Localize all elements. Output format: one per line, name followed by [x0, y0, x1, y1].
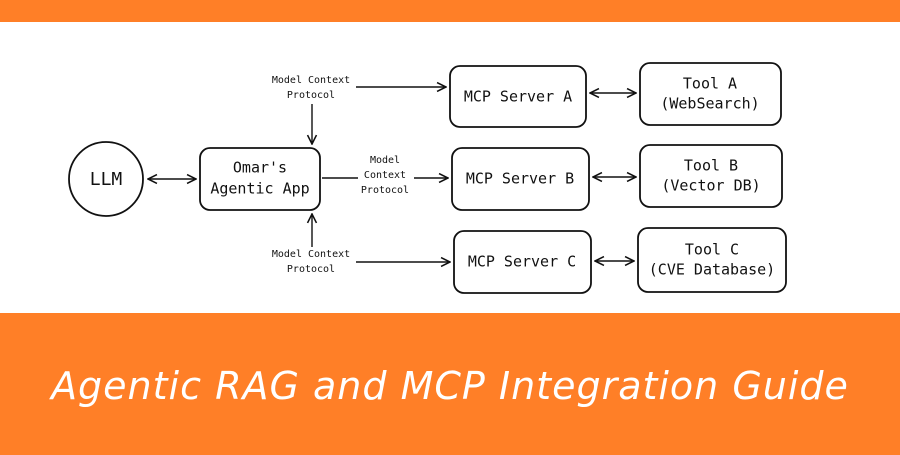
mcp-server-c-node: MCP Server C — [453, 230, 592, 294]
mcp-server-b-node: MCP Server B — [451, 147, 590, 211]
protocol-label-bottom: Model Context Protocol — [266, 247, 356, 277]
mcp-server-c-label: MCP Server C — [468, 253, 576, 271]
agentic-app-node: Omar's Agentic App — [199, 147, 321, 211]
tool-c-label-line-1: Tool C — [685, 241, 739, 259]
top-band — [0, 0, 900, 22]
app-label-line-1: Omar's — [233, 159, 287, 177]
tool-b-node: Tool B (Vector DB) — [639, 144, 783, 208]
banner-title: Agentic RAG and MCP Integration Guide — [51, 364, 849, 408]
protocol-label-middle: Model Context Protocol — [358, 153, 414, 197]
llm-label: LLM — [90, 169, 123, 190]
llm-node: LLM — [68, 141, 144, 217]
tool-b-label-line-2: (Vector DB) — [661, 177, 760, 195]
app-label-line-2: Agentic App — [210, 180, 309, 198]
protocol-label-bottom-line-2: Protocol — [287, 264, 335, 275]
mcp-server-a-node: MCP Server A — [449, 65, 587, 128]
protocol-label-top-line-2: Protocol — [287, 90, 335, 101]
tool-c-label-line-2: (CVE Database) — [649, 261, 775, 279]
mcp-server-b-label: MCP Server B — [466, 170, 574, 188]
protocol-label-middle-line-1: Model — [370, 155, 400, 166]
tool-b-label-line-1: Tool B — [684, 157, 738, 175]
protocol-label-top: Model Context Protocol — [266, 72, 356, 102]
tool-a-label-line-1: Tool A — [683, 75, 737, 93]
title-banner: Agentic RAG and MCP Integration Guide — [0, 313, 900, 455]
tool-a-label-line-2: (WebSearch) — [660, 95, 759, 113]
protocol-label-bottom-line-1: Model Context — [272, 249, 350, 260]
protocol-label-middle-line-3: Protocol — [361, 185, 409, 196]
tool-c-node: Tool C (CVE Database) — [637, 227, 787, 293]
tool-a-node: Tool A (WebSearch) — [639, 62, 782, 126]
protocol-label-middle-line-2: Context — [364, 170, 406, 181]
mcp-server-a-label: MCP Server A — [464, 88, 572, 106]
architecture-diagram: LLM Omar's Agentic App MCP Server A MCP … — [68, 62, 787, 294]
protocol-label-top-line-1: Model Context — [272, 75, 350, 86]
